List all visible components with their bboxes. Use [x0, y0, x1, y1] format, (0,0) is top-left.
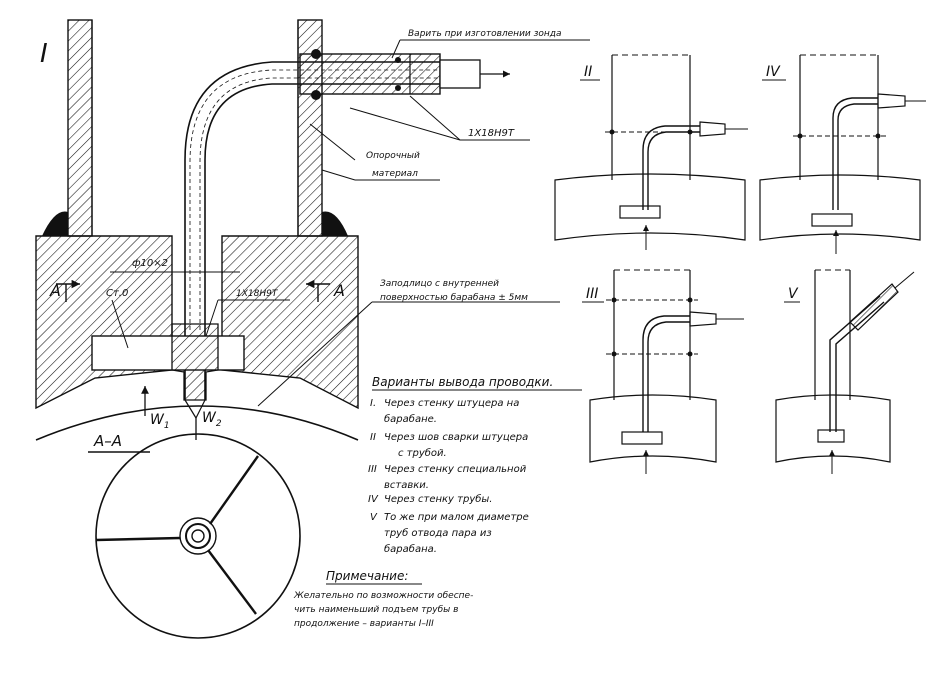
- variant-view-ii: II: [554, 54, 748, 250]
- plug-material-label: Ст.0: [106, 288, 128, 299]
- variant-3-num: III: [368, 464, 377, 475]
- variant-1-text-2: барабане.: [384, 413, 437, 425]
- note-line-3: продолжение – варианты I–III: [294, 619, 434, 629]
- note-line-2: чить наименьший подъем трубы в: [294, 605, 458, 615]
- weld-bead-right: [322, 211, 348, 236]
- drum-inner-surface: [35, 405, 359, 441]
- flow-w1-label: W1: [150, 412, 170, 431]
- variant-1-num: I.: [370, 398, 376, 409]
- probe-tube: [184, 61, 470, 400]
- variant-4-num: IV: [368, 494, 379, 505]
- variant-5-text-2: труб отвода пара из: [384, 527, 492, 539]
- outlet-fitting: [299, 53, 441, 95]
- section-title: A–A: [93, 432, 122, 450]
- variant-view-ii-label: II: [584, 64, 592, 80]
- callout-weld-during-fabrication: Варить при изготовлении зонда: [408, 29, 562, 39]
- weld-bead-left: [42, 211, 68, 236]
- note-heading: Примечание:: [326, 569, 408, 583]
- flow-w2-label: W2: [202, 410, 222, 429]
- variant-5-text-3: барабана.: [384, 543, 437, 555]
- variant-view-iv: IV: [759, 54, 926, 254]
- variant-2-text-2: с трубой.: [398, 447, 447, 459]
- drum-wall-right: [221, 235, 359, 410]
- note-line-1: Желательно по возможности обеспе-: [293, 591, 473, 601]
- variant-view-iii-label: III: [586, 286, 598, 302]
- variant-view-v-label: V: [788, 286, 799, 302]
- variant-view-v: V: [775, 269, 915, 474]
- variants-list: Варианты вывода проводки. I. Через стенк…: [368, 375, 582, 555]
- variant-3-text-2: вставки.: [384, 480, 429, 491]
- variant-view-iii: III: [582, 269, 744, 474]
- variant-2-text: Через шов сварки штуцера: [384, 432, 528, 443]
- pipe-dimension-label: ф10×2: [132, 258, 168, 269]
- steel-grade-label: 1Х18Н9Т: [468, 128, 515, 139]
- callouts: Варить при изготовлении зонда 1Х18Н9Т Оп…: [257, 29, 590, 407]
- variant-3-text: Через стенку специальной: [384, 464, 527, 475]
- main-view: I A: [35, 19, 510, 441]
- filler-material-label-2: материал: [372, 169, 418, 179]
- filler-material-label-1: Опорочный: [366, 151, 420, 161]
- fitting-steel-label: 1Х18Н9Т: [236, 289, 279, 299]
- section-circle: [95, 433, 301, 639]
- variant-5-num: V: [370, 512, 378, 523]
- section-view-aa: A–A: [88, 432, 301, 639]
- variant-view-iv-label: IV: [766, 64, 781, 80]
- nozzle-wall-left: [67, 19, 93, 237]
- weld-note-line-1: Заподлицо с внутренней: [380, 279, 499, 289]
- view-roman-label: I: [40, 39, 48, 69]
- variant-1-text: Через стенку штуцера на: [384, 398, 519, 409]
- variants-heading: Варианты вывода проводки.: [372, 375, 553, 389]
- variant-5-text: То же при малом диаметре: [384, 512, 529, 523]
- note-block: Примечание: Желательно по возможности об…: [293, 569, 473, 629]
- weld-note-line-2: поверхностью барабана ± 5мм: [380, 293, 528, 303]
- section-mark-right: A: [333, 281, 345, 300]
- variant-4-text: Через стенку трубы.: [384, 493, 493, 505]
- plug-block: [91, 335, 245, 371]
- variant-2-num: II: [370, 432, 376, 443]
- section-mark-left: A: [49, 281, 61, 300]
